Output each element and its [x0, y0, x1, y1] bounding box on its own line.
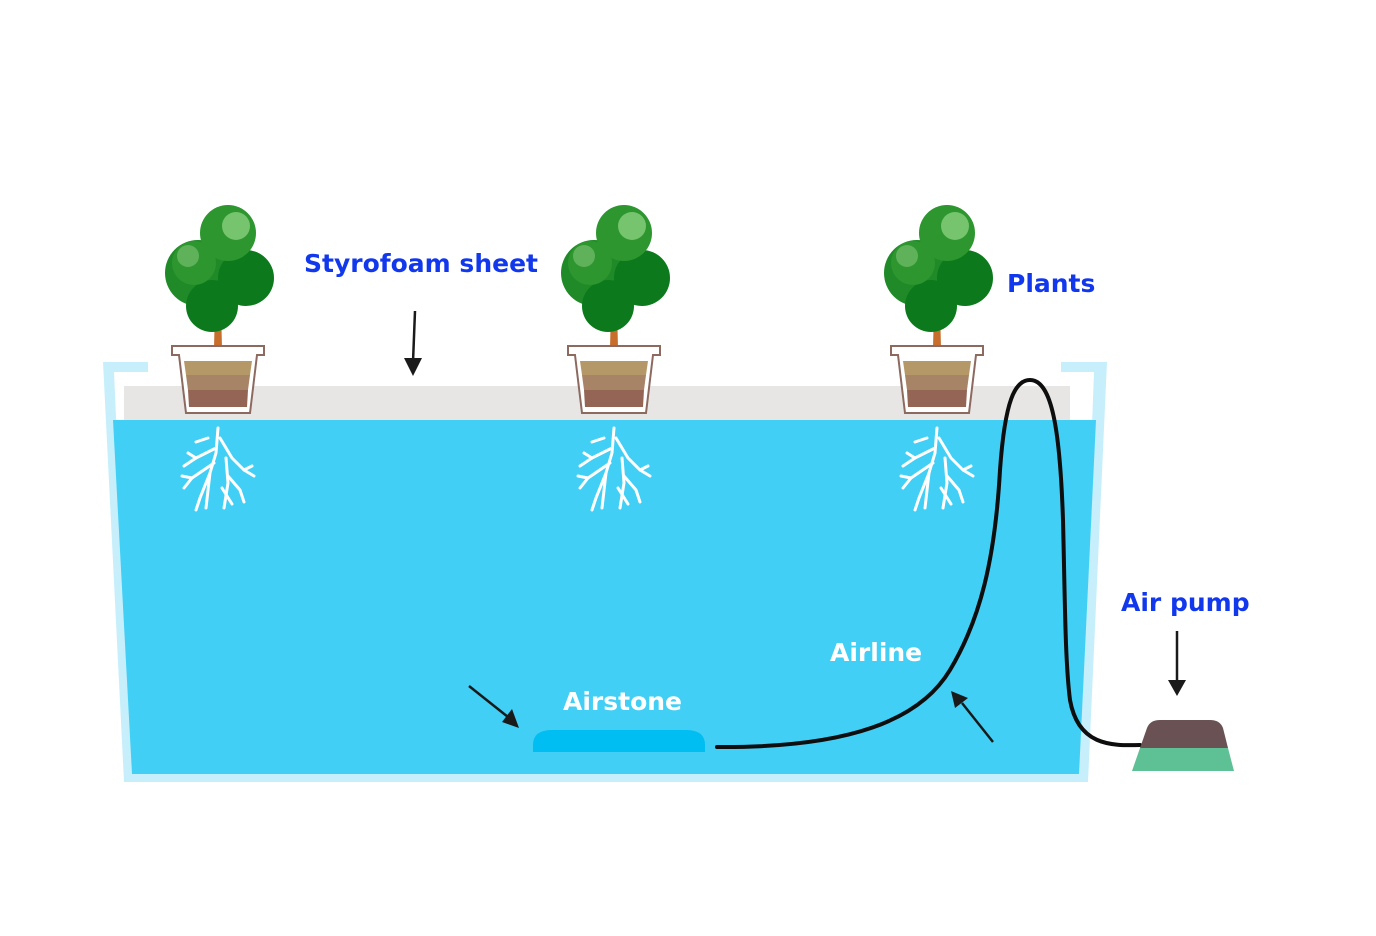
airline-arrow: [951, 691, 994, 743]
air-pump-base: [1132, 748, 1234, 771]
airstone: [533, 730, 705, 752]
air-pump-top: [1140, 720, 1228, 748]
plants-label: Plants: [1007, 269, 1095, 298]
plant-right: [883, 204, 994, 414]
airstone-arrow: [468, 685, 519, 728]
water: [113, 420, 1096, 774]
air-pump-label: Air pump: [1121, 588, 1250, 617]
airline-label: Airline: [830, 638, 922, 667]
plant-left: [164, 204, 275, 414]
air-pump-arrow: [1168, 631, 1186, 696]
plant-middle: [560, 204, 671, 414]
airstone-label: Airstone: [563, 687, 682, 716]
styrofoam-arrow: [404, 310, 422, 376]
styrofoam-label: Styrofoam sheet: [304, 249, 538, 278]
airline-tube: [715, 377, 1142, 750]
